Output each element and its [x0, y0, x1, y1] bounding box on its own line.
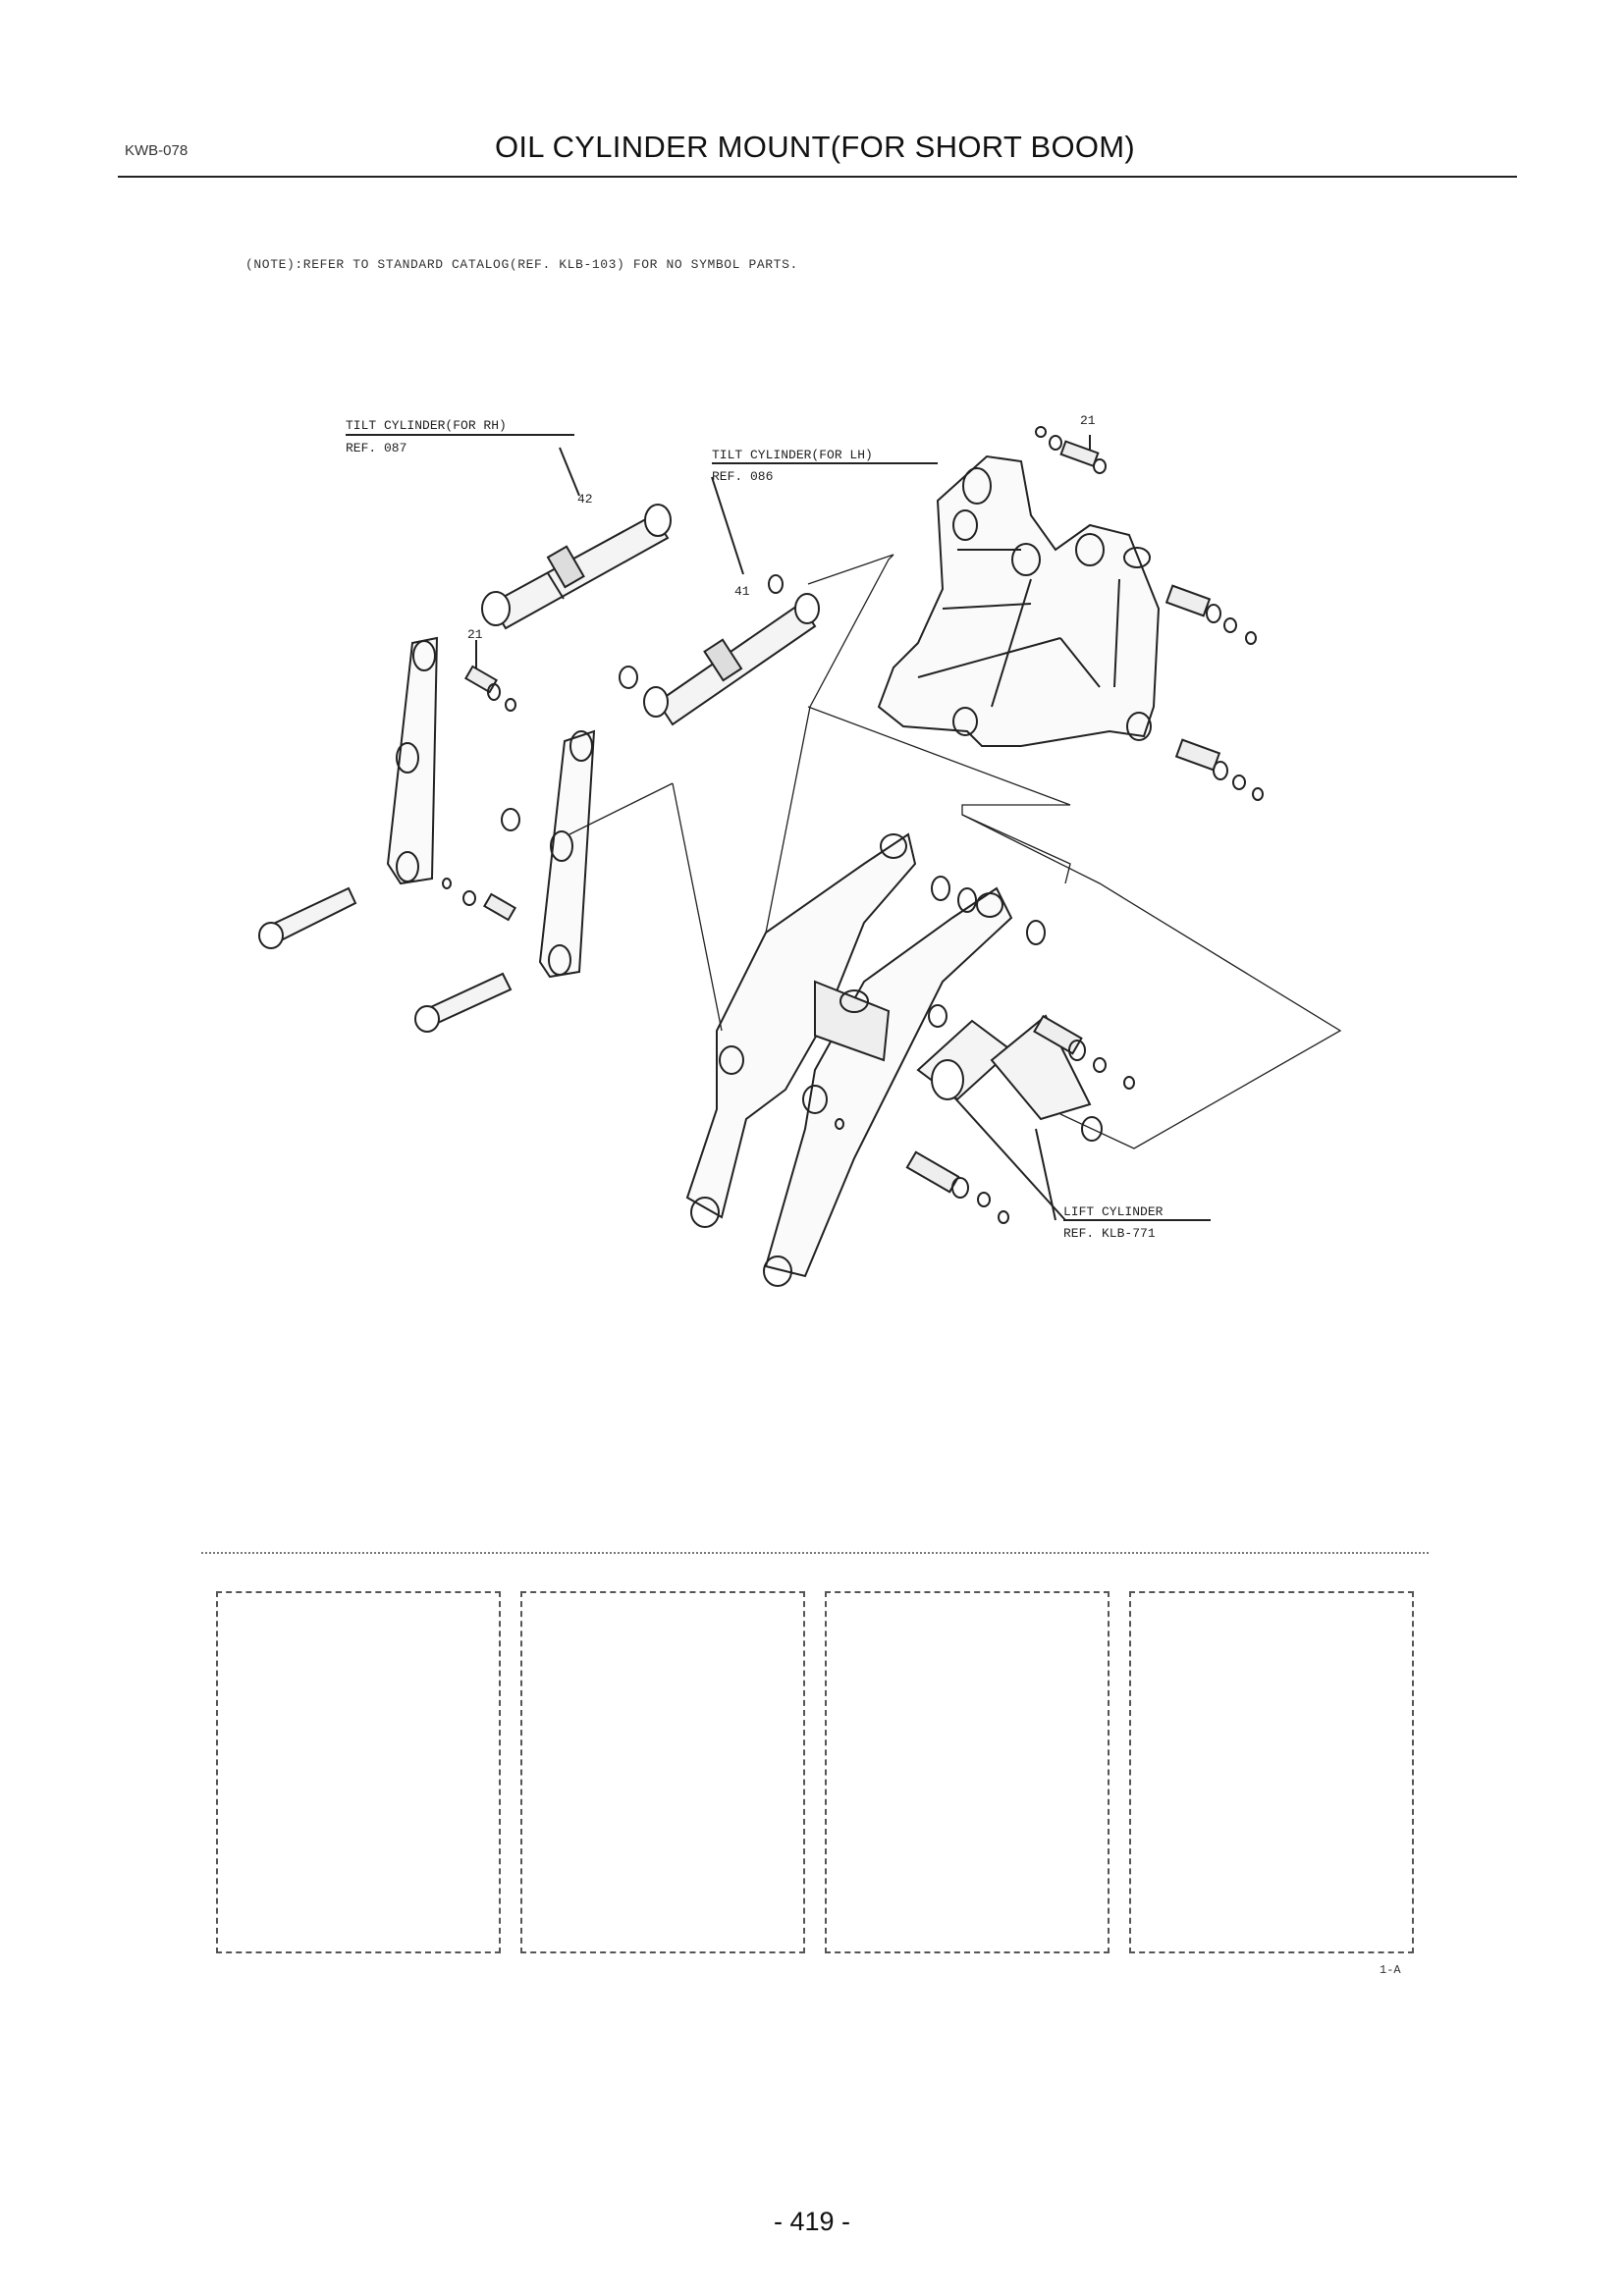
boom-left: [685, 832, 917, 1228]
callout-tilt-rh-ref: REF. 087: [346, 441, 406, 455]
empty-part-box: [825, 1591, 1110, 1953]
page-title: OIL CYLINDER MOUNT(FOR SHORT BOOM): [494, 130, 1136, 164]
document-code: KWB-078: [125, 142, 189, 159]
item-number-21-right: 21: [1080, 413, 1096, 428]
item-number-42: 42: [577, 492, 593, 507]
callout-lift-label: LIFT CYLINDER: [1063, 1204, 1164, 1219]
header-rule: [118, 176, 1517, 178]
callout-lift-ref: REF. KLB-771: [1063, 1226, 1156, 1241]
bell-crank-right: [538, 729, 596, 979]
lift-cylinder: [916, 1014, 1103, 1142]
empty-part-box: [520, 1591, 805, 1953]
callout-tilt-lh-label: TILT CYLINDER(FOR LH): [712, 448, 873, 462]
tilt-cylinder-lh: [619, 574, 820, 726]
empty-part-box: [216, 1591, 501, 1953]
boom-right: [763, 886, 1013, 1287]
bell-crank-left: [386, 636, 439, 885]
front-frame: [877, 454, 1161, 747]
callout-tilt-rh-label: TILT CYLINDER(FOR RH): [346, 418, 507, 433]
sheet-id: 1-A: [1380, 1963, 1401, 1977]
page-number: - 419 -: [773, 2207, 851, 2236]
section-divider: [201, 1552, 1429, 1554]
item-number-21-left: 21: [467, 627, 483, 642]
item-number-41: 41: [734, 584, 750, 599]
callout-tilt-lh-ref: REF. 086: [712, 469, 773, 484]
reference-note: (NOTE):REFER TO STANDARD CATALOG(REF. KL…: [245, 257, 798, 272]
tilt-cylinder-rh: [481, 504, 672, 630]
empty-part-box: [1129, 1591, 1414, 1953]
